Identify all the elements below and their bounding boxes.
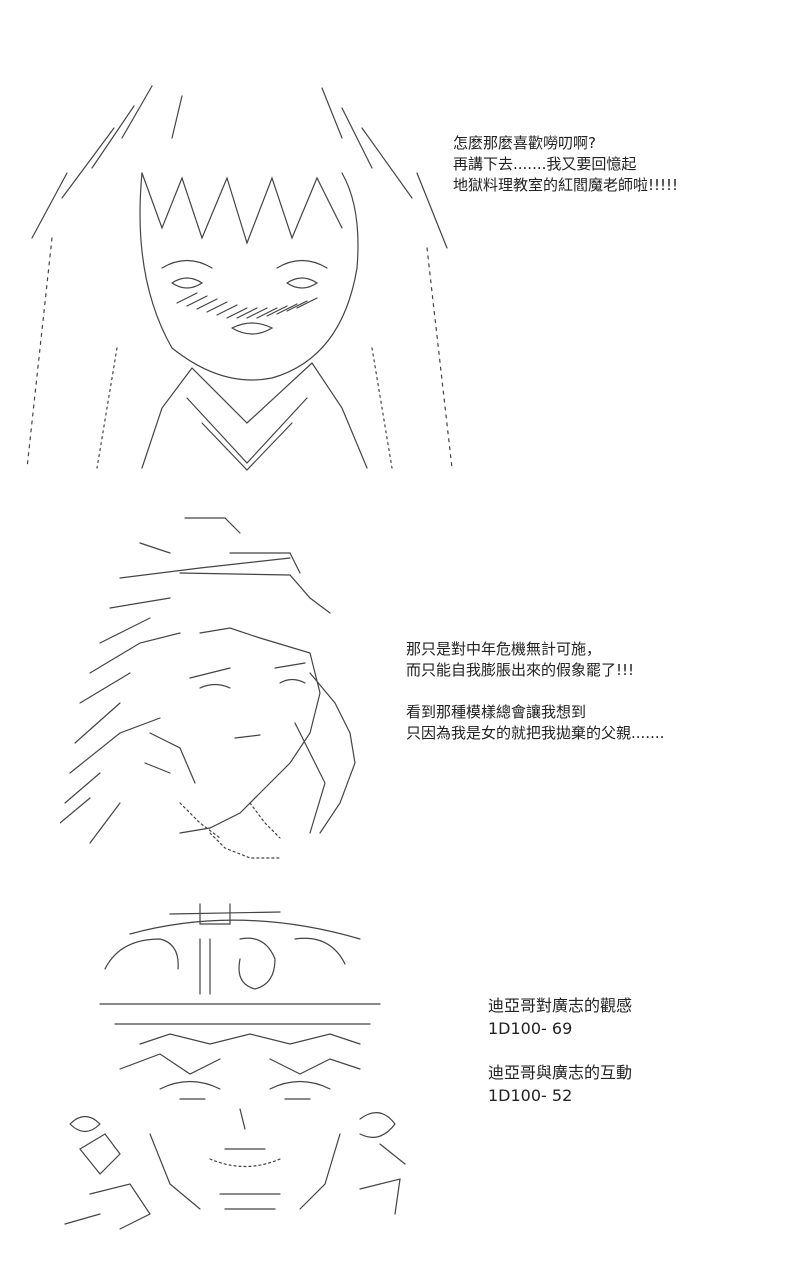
panel-3: 迪亞哥對廣志的觀感 1D100- 69 迪亞哥與廣志的互動 1D100- 52 — [0, 848, 800, 1230]
dialog-line: 迪亞哥與廣志的互動 — [488, 1063, 633, 1082]
dialog-line: 怎麼那麼喜歡嘮叨啊? — [453, 134, 596, 152]
ascii-art-drawing — [60, 517, 356, 859]
ascii-art-drawing — [64, 903, 406, 1230]
dialog-gap — [406, 681, 664, 702]
dialog-line: 迪亞哥對廣志的觀感 — [488, 996, 633, 1015]
panel-1: 怎麼那麼喜歡嘮叨啊? 再講下去.......我又要回憶起 地獄料理教室的紅閻魔老… — [0, 0, 800, 471]
dialog-line: 再講下去.......我又要回憶起 — [453, 155, 637, 173]
ascii-art-character-2 — [60, 465, 390, 859]
panel-2: 那只是對中年危機無計可施， 而只能自我膨脹出來的假象罷了!!! 看到那種模樣總會… — [0, 455, 800, 859]
dialog-gap — [488, 1040, 632, 1061]
ascii-art-character-3 — [60, 856, 430, 1230]
dialog-line: 那只是對中年危機無計可施， — [406, 640, 602, 658]
ascii-art-drawing — [26, 85, 453, 471]
dialog-line: 地獄料理教室的紅閻魔老師啦!!!!! — [453, 176, 679, 194]
dice-roll-result: 1D100- 52 — [488, 1086, 573, 1105]
dice-roll-result: 1D100- 69 — [488, 1019, 573, 1038]
dialog-text-3: 迪亞哥對廣志的觀感 1D100- 69 迪亞哥與廣志的互動 1D100- 52 — [488, 994, 632, 1107]
dialog-line: 只因為我是女的就把我拋棄的父親....... — [406, 724, 665, 742]
ascii-art-character-1 — [22, 40, 462, 471]
dialog-text-1: 怎麼那麼喜歡嘮叨啊? 再講下去.......我又要回憶起 地獄料理教室的紅閻魔老… — [453, 133, 678, 196]
dialog-text-2: 那只是對中年危機無計可施， 而只能自我膨脹出來的假象罷了!!! 看到那種模樣總會… — [406, 639, 664, 744]
dialog-line: 而只能自我膨脹出來的假象罷了!!! — [406, 661, 635, 679]
dialog-line: 看到那種模樣總會讓我想到 — [406, 703, 587, 721]
